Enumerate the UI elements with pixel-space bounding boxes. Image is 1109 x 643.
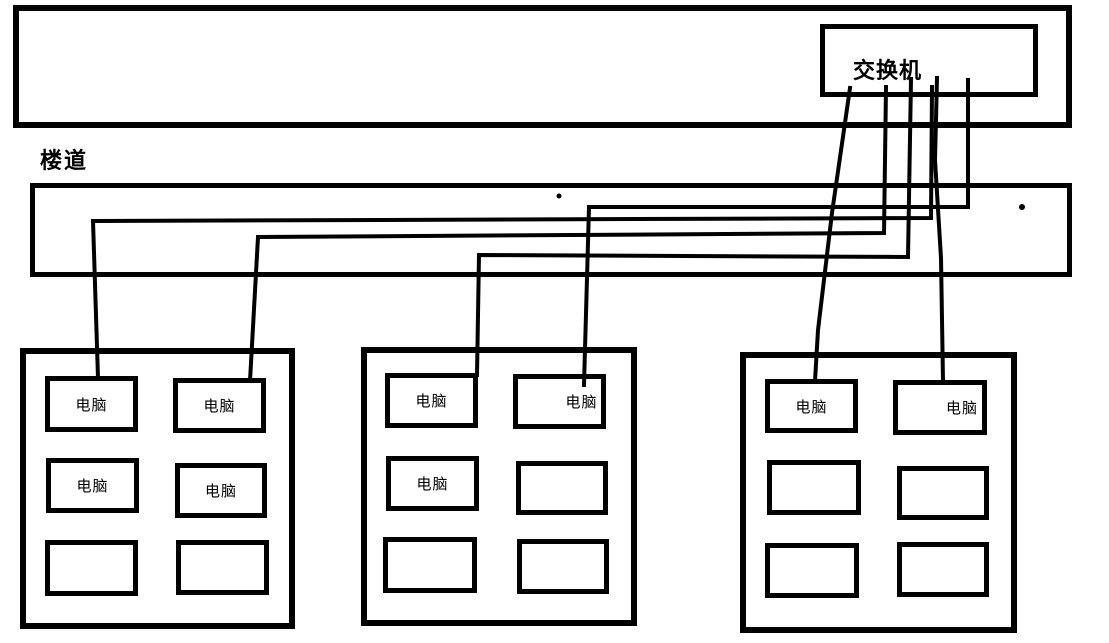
room-3-computer-1: 电脑 <box>765 379 858 433</box>
room-2-computer-2: 电脑 <box>513 374 606 429</box>
corridor-label: 楼道 <box>40 149 89 174</box>
room-2-computer-5 <box>383 537 477 593</box>
room-2-computer-6 <box>517 539 609 594</box>
computer-label: 电脑 <box>203 397 236 415</box>
room-3-computer-4 <box>897 466 989 520</box>
computer-label: 电脑 <box>945 399 978 417</box>
computer-label: 电脑 <box>204 482 237 500</box>
room-3-computer-2: 电脑 <box>893 380 987 435</box>
room-1-computer-5 <box>45 540 138 596</box>
computer-label: 电脑 <box>76 477 109 495</box>
room-3-computer-6 <box>897 542 989 597</box>
room-1-computer-6 <box>176 540 269 595</box>
room-2-computer-4 <box>516 461 608 515</box>
room-2-computer-1: 电脑 <box>385 373 478 428</box>
computer-label: 电脑 <box>795 397 828 416</box>
room-3-computer-5 <box>765 543 859 598</box>
room-1-computer-3: 电脑 <box>46 458 139 513</box>
computer-label: 电脑 <box>75 395 108 414</box>
room-3-computer-3 <box>767 460 861 515</box>
room-1-computer-4: 电脑 <box>175 463 267 518</box>
computer-label: 电脑 <box>415 392 448 410</box>
room-1-computer-1: 电脑 <box>45 376 138 432</box>
room-2-computer-3: 电脑 <box>386 456 479 511</box>
computer-label: 电脑 <box>565 393 598 411</box>
computer-label: 电脑 <box>416 475 449 493</box>
room-1-computer-2: 电脑 <box>173 378 266 433</box>
